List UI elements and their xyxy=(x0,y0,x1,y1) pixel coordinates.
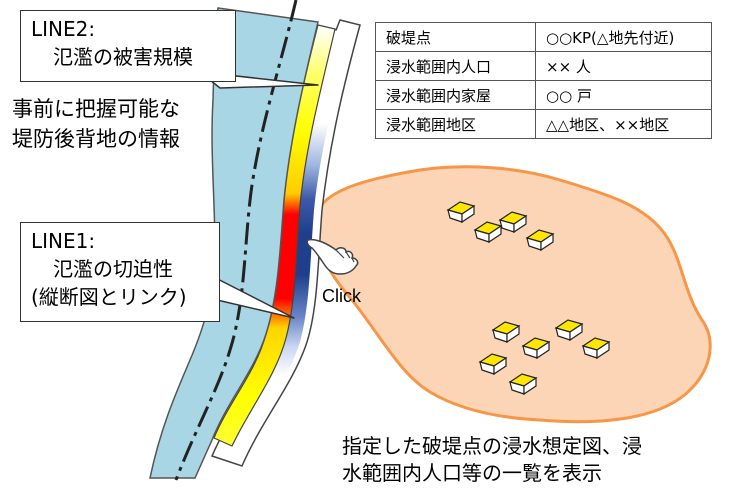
house-icon xyxy=(581,337,611,360)
side-text-line1: 事前に把握可能な xyxy=(12,97,180,121)
table-cell-value: ○○ 戸 xyxy=(535,80,712,110)
breach-info-table: 破堤点 ○○KP(△地先付近) 浸水範囲内人口 ×× 人 浸水範囲内家屋 ○○ … xyxy=(375,22,712,139)
damage-band xyxy=(229,30,350,452)
house-icon xyxy=(521,337,551,360)
line2-title: LINE2: xyxy=(31,17,96,41)
line1-subtitle: 氾濫の切迫性 xyxy=(53,257,173,281)
table-cell-label: 破堤点 xyxy=(375,22,536,52)
flood-area xyxy=(314,165,712,424)
bottom-text-line1: 指定した破堤点の浸水想定図、浸 xyxy=(342,434,642,458)
side-text-line2: 堤防後背地の情報 xyxy=(12,127,180,151)
table-cell-value: ×× 人 xyxy=(535,51,712,81)
table-row: 浸水範囲地区 △△地区、××地区 xyxy=(375,109,712,139)
click-label: Click xyxy=(322,286,361,306)
table-cell-value: ○○KP(△地先付近) xyxy=(535,22,712,52)
bottom-text-line2: 水範囲内人口等の一覧を表示 xyxy=(342,461,602,485)
house-icon xyxy=(491,321,521,344)
pointer-hand-icon[interactable] xyxy=(306,238,359,275)
table-cell-label: 浸水範囲内家屋 xyxy=(375,80,536,110)
house-icon xyxy=(446,201,476,224)
table-cell-value: △△地区、××地区 xyxy=(535,109,712,139)
house-icon xyxy=(554,319,584,342)
table-row: 浸水範囲内家屋 ○○ 戸 xyxy=(375,80,712,110)
house-icon xyxy=(473,221,503,244)
table-row: 破堤点 ○○KP(△地先付近) xyxy=(375,22,712,52)
table-row: 浸水範囲内人口 ×× 人 xyxy=(375,51,712,81)
line2-subtitle: 氾濫の被害規模 xyxy=(53,45,193,69)
line1-note: (縦断図とリンク) xyxy=(31,285,187,309)
house-icon xyxy=(498,211,528,234)
table-cell-label: 浸水範囲内人口 xyxy=(375,51,536,81)
house-icon xyxy=(478,353,508,376)
line2-callout: LINE2: 氾濫の被害規模 xyxy=(20,10,236,82)
house-icon xyxy=(508,373,538,396)
line1-title: LINE1: xyxy=(31,229,96,253)
house-group-lower xyxy=(478,319,611,396)
river xyxy=(149,7,319,479)
table-cell-label: 浸水範囲地区 xyxy=(375,109,536,139)
house-icon xyxy=(525,229,555,252)
line1-callout: LINE1: 氾濫の切迫性 (縦断図とリンク) xyxy=(20,222,220,322)
house-group-upper xyxy=(446,201,555,252)
